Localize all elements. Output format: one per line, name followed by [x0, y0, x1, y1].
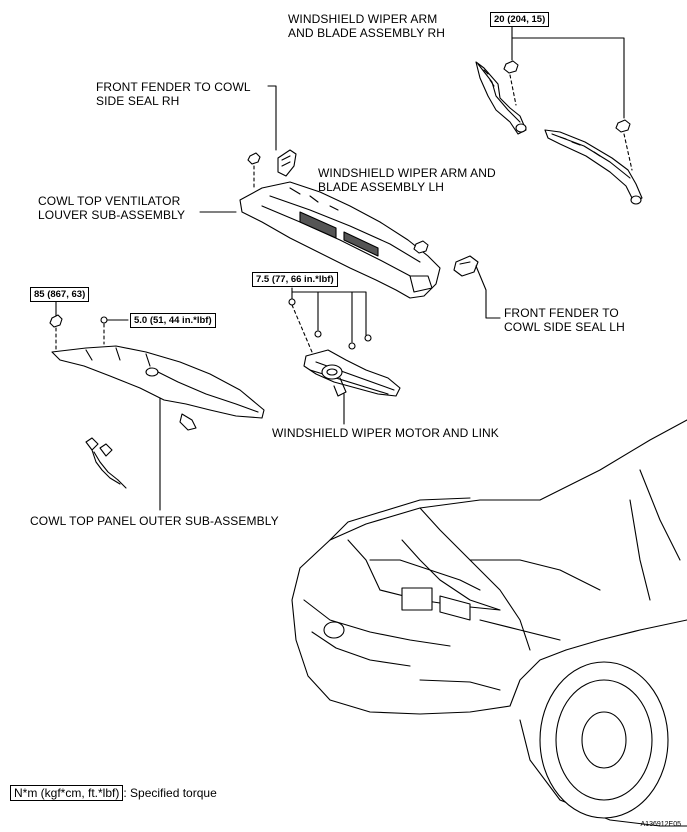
- label-cowl-outer-panel: COWL TOP PANEL OUTER SUB-ASSEMBLY: [30, 514, 279, 528]
- legend-unit-box: N*m (kgf*cm, ft.*lbf): [10, 785, 124, 801]
- wiper-arm-lh-drawing: [544, 119, 643, 205]
- label-line: AND BLADE ASSEMBLY RH: [288, 26, 446, 40]
- cowl-louver-drawing: [199, 181, 441, 299]
- label-fender-seal-lh: FRONT FENDER TO COWL SIDE SEAL LH: [504, 306, 625, 334]
- label-line: BLADE ASSEMBLY LH: [318, 180, 444, 194]
- label-line: LOUVER SUB-ASSEMBLY: [38, 208, 186, 222]
- torque-wiper-nut: 20 (204, 15): [490, 12, 550, 27]
- label-fender-seal-rh: FRONT FENDER TO COWL SIDE SEAL RH: [96, 80, 251, 108]
- label-line: COWL SIDE SEAL LH: [504, 320, 625, 334]
- torque-panel-nut: 85 (867, 63): [30, 287, 90, 302]
- label-wiper-arm-lh: WINDSHIELD WIPER ARM AND BLADE ASSEMBLY …: [318, 166, 496, 194]
- label-line: FRONT FENDER TO: [504, 306, 619, 320]
- label-line: SIDE SEAL RH: [96, 94, 180, 108]
- wiper-motor-link-drawing: [303, 349, 401, 425]
- car-front-drawing: [291, 419, 687, 827]
- torque-motor-bolts: 7.5 (77, 66 in.*lbf): [252, 272, 338, 287]
- label-line: WINDSHIELD WIPER ARM AND: [318, 166, 496, 180]
- label-line: COWL TOP VENTILATOR: [38, 194, 181, 208]
- label-cowl-louver: COWL TOP VENTILATOR LOUVER SUB-ASSEMBLY: [38, 194, 185, 222]
- wire-harness-drawing: [85, 437, 127, 489]
- cowl-outer-panel-drawing: [51, 345, 265, 511]
- label-line: WINDSHIELD WIPER ARM: [288, 12, 438, 26]
- motor-bolts: [288, 298, 372, 350]
- figure-id: A136912E05: [640, 821, 681, 828]
- label-wiper-motor-link: WINDSHIELD WIPER MOTOR AND LINK: [272, 426, 499, 440]
- label-line: FRONT FENDER TO COWL: [96, 80, 251, 94]
- wiper-arm-rh-drawing: [475, 60, 527, 135]
- torque-panel-bolt: 5.0 (51, 44 in.*lbf): [130, 313, 216, 328]
- label-wiper-arm-rh: WINDSHIELD WIPER ARM AND BLADE ASSEMBLY …: [288, 12, 445, 40]
- torque-legend: N*m (kgf*cm, ft.*lbf): Specified torque: [10, 785, 217, 801]
- legend-text: : Specified torque: [123, 786, 217, 800]
- fender-seal-lh-drawing: [453, 255, 501, 319]
- fender-seal-rh-drawing: [267, 85, 297, 177]
